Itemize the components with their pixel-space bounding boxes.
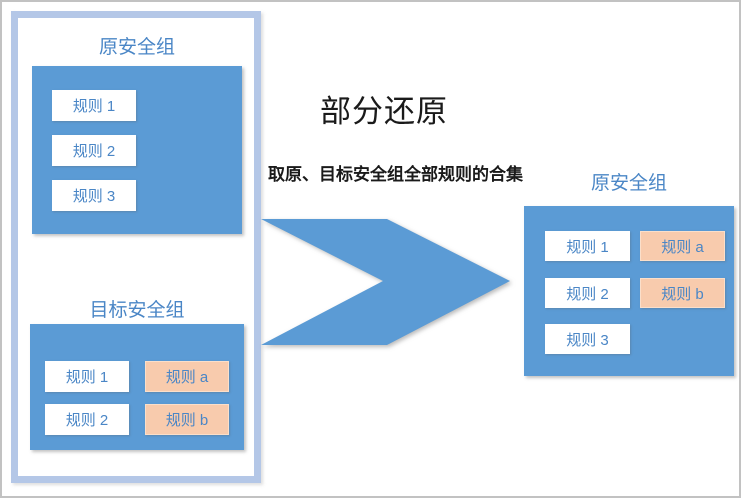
target-group-title: 目标安全组 [89, 300, 185, 321]
target-rule-a: 规则 a [145, 361, 229, 392]
chevron-right-icon [261, 219, 510, 345]
result-rule-b: 规则 b [640, 278, 725, 308]
source-rule-2: 规则 2 [52, 135, 136, 166]
target-group-box: 规则 1 规则 a 规则 2 规则 b [30, 324, 244, 450]
diagram-subtitle: 取原、目标安全组全部规则的合集 [268, 165, 523, 184]
source-rule-3: 规则 3 [52, 180, 136, 211]
source-group-box: 规则 1 规则 2 规则 3 [32, 66, 242, 234]
target-rule-1: 规则 1 [45, 361, 129, 392]
result-rule-3: 规则 3 [545, 324, 630, 354]
target-rule-b: 规则 b [145, 404, 229, 435]
target-rule-2: 规则 2 [45, 404, 129, 435]
result-group-box: 规则 1 规则 a 规则 2 规则 b 规则 3 [524, 206, 734, 376]
result-rule-1: 规则 1 [545, 231, 630, 261]
result-rule-a: 规则 a [640, 231, 725, 261]
source-group-title: 原安全组 [98, 37, 175, 58]
result-group-title: 原安全组 [590, 173, 667, 194]
result-rule-2: 规则 2 [545, 278, 630, 308]
diagram-title: 部分还原 [320, 94, 448, 129]
source-rule-1: 规则 1 [52, 90, 136, 121]
